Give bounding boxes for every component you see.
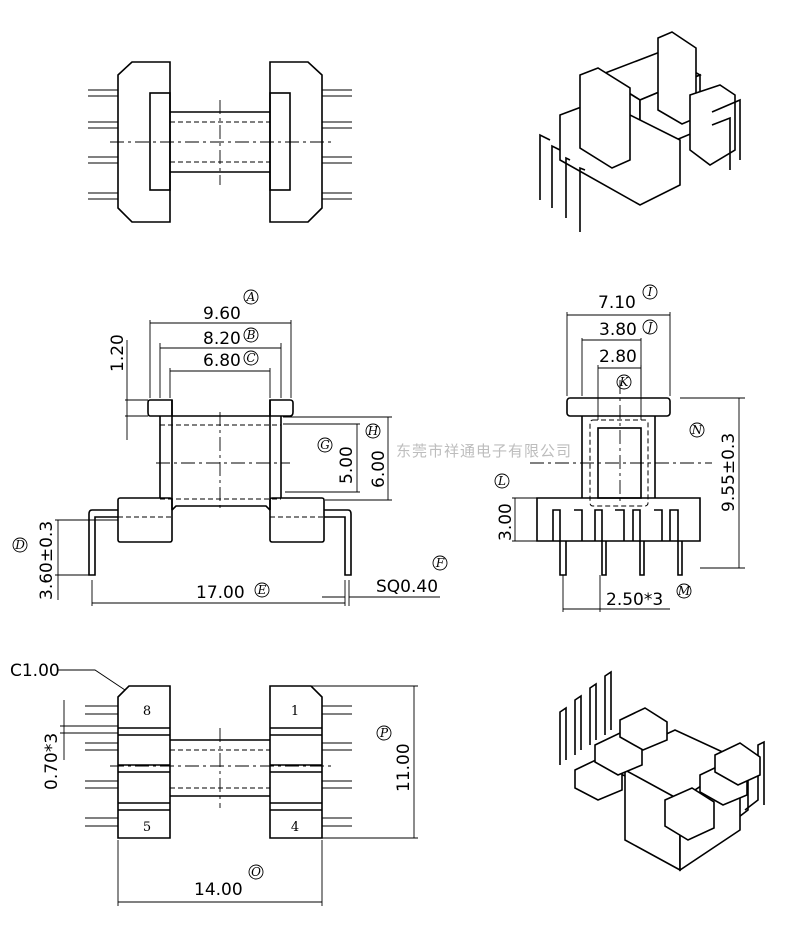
pin-number-1: 1 — [291, 704, 299, 719]
dim-P-label: P — [379, 726, 389, 740]
callout-P-circle — [376, 725, 392, 741]
dim-N-value: 9.55±0.3 — [719, 433, 739, 512]
dim-J-label: J — [645, 320, 654, 334]
dim-O-value: 14.00 — [194, 880, 243, 900]
callout-G-circle — [317, 437, 333, 453]
dim-F-label: F — [435, 556, 445, 570]
dim-O-label: O — [251, 865, 261, 879]
dim-C-label: C — [246, 351, 255, 365]
dim-N-label: N — [691, 423, 703, 437]
callout-O-circle — [248, 864, 264, 880]
dim-pitch-value: 0.70*3 — [42, 733, 62, 790]
callout-L-circle — [494, 473, 510, 489]
dim-B-value: 8.20 — [203, 329, 241, 349]
callout-N-circle — [689, 422, 705, 438]
pin-number-8: 8 — [143, 704, 151, 719]
pin-number-4: 4 — [291, 820, 299, 835]
dim-A-value: 9.60 — [203, 304, 241, 324]
callout-K-circle — [616, 374, 632, 390]
dim-E-value: 17.00 — [196, 583, 245, 603]
callout-M-circle — [676, 583, 692, 599]
dim-E-label: E — [257, 583, 267, 597]
callout-B-circle — [243, 327, 259, 343]
callout-C-circle — [243, 350, 259, 366]
dim-K-value: 2.80 — [599, 347, 637, 367]
dim-I-label: I — [647, 285, 653, 299]
isometric-view-bottom — [559, 670, 765, 872]
callout-D-circle — [12, 537, 28, 553]
callout-J-circle — [642, 319, 658, 335]
dim-J-value: 3.80 — [599, 320, 637, 340]
side-view — [55, 320, 440, 606]
dim-M-value: 2.50*3 — [606, 590, 663, 610]
dim-L-value: 3.00 — [496, 503, 516, 541]
front-view — [512, 312, 745, 612]
dim-A-label: A — [246, 290, 256, 304]
top-view — [88, 61, 352, 223]
isometric-view-top — [539, 31, 741, 232]
dim-B-label: B — [246, 328, 256, 342]
watermark-text: 东莞市祥通电子有限公司 — [396, 442, 572, 460]
dim-L-label: L — [497, 474, 506, 488]
dim-flange-value: 1.20 — [108, 334, 128, 372]
dim-P-value: 11.00 — [394, 743, 414, 792]
callout-H-circle — [365, 423, 381, 439]
dim-C-value: 6.80 — [203, 351, 241, 371]
callout-E-circle — [254, 582, 270, 598]
dim-D-label: D — [14, 538, 25, 552]
callout-I-circle — [642, 284, 658, 300]
dim-D-value: 3.60±0.3 — [37, 521, 57, 600]
dim-I-value: 7.10 — [598, 293, 636, 313]
callout-A-circle — [243, 289, 259, 305]
dim-M-label: M — [677, 584, 691, 598]
dim-F-value: SQ0.40 — [376, 577, 438, 597]
pin-number-5: 5 — [143, 820, 151, 835]
dim-K-label: K — [619, 375, 630, 389]
dim-H-label: H — [367, 424, 379, 438]
dim-chamfer-value: C1.00 — [10, 661, 60, 681]
dimension-labels: 9.60 A 8.20 B 6.80 C 1.20 G 5.00 H 6.00 … — [10, 284, 739, 900]
dim-H-value: 6.00 — [369, 450, 389, 488]
dim-G-label: G — [320, 438, 330, 452]
dim-G-value: 5.00 — [337, 446, 357, 484]
bottom-view — [58, 669, 418, 906]
callout-F-circle — [432, 555, 448, 571]
